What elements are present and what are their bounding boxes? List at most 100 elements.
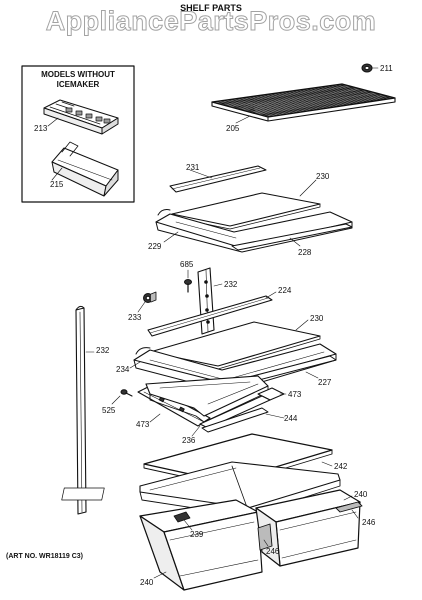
callout-685: 685 [180,260,194,269]
leader-240b [154,572,166,578]
callout-246b: 246 [266,547,280,556]
part-525-screw [121,390,132,396]
leader-232a [214,284,222,286]
wire-rod [215,85,345,103]
leader-234 [130,362,140,368]
callout-240a: 240 [354,490,368,499]
wire-rod [232,89,361,107]
wire-rod [238,91,367,110]
leader-233 [138,302,145,312]
leader-239 [184,520,192,530]
part-213-ice-tray [44,100,118,134]
wire-rod [248,93,376,112]
wire-rod [245,92,373,111]
inset-title-line1: MODELS WITHOUT [41,70,115,79]
wire-rod [235,90,364,108]
part-232-long-rail [76,306,86,514]
wire-rod [261,96,388,115]
wire-rod [217,85,347,103]
wire-rod [224,87,353,105]
wire-rod [252,94,380,113]
wire-rod [247,93,375,112]
leader-473a [150,414,160,422]
wire-rod [258,96,386,115]
callout-229: 229 [148,242,162,251]
wire-rod [229,88,358,106]
wire-rod [219,86,349,104]
callout-231: 231 [186,163,200,172]
callout-215: 215 [50,180,64,189]
wire-rod [250,94,378,113]
callout-232a: 232 [224,280,238,289]
part-211-stopper [362,64,372,72]
callout-230b: 230 [310,314,324,323]
leader-230b [296,320,308,330]
leader-525 [112,396,120,404]
leader-213 [48,118,58,126]
part-240-drawer-left [140,500,262,590]
callout-239: 239 [190,530,204,539]
leader-240a [344,496,352,500]
leader-227 [306,372,318,378]
leader-246a [352,510,358,518]
part-244-cover-support [202,408,268,432]
leader-228 [290,238,300,246]
leader-244 [266,414,284,418]
callout-232b: 232 [96,346,110,355]
leader-236 [192,426,200,436]
callout-240b: 240 [140,578,154,587]
wire-rod [214,84,344,102]
wire-rod [230,89,359,107]
leader-230a [300,180,316,196]
wire-rod [225,87,354,105]
wire-rod [242,91,371,110]
wire-rod [237,90,366,108]
callout-211: 211 [380,64,393,73]
watermark: AppliancePartsPros.com [45,6,377,37]
callout-224: 224 [278,286,292,295]
leader-242 [322,462,332,466]
part-224-front-trim [148,296,272,336]
callout-233: 233 [128,313,142,322]
callout-230a: 230 [316,172,330,181]
leader-229 [164,232,178,242]
part-239-divider [174,512,190,522]
part-215-ice-bin [52,142,118,196]
callout-473b: 473 [288,390,302,399]
callout-242: 242 [334,462,348,471]
wire-rod [255,95,383,114]
part-205-wire-shelf [212,84,395,121]
callout-213: 213 [34,124,48,133]
callout-236: 236 [182,436,196,445]
wire-rod [233,89,362,107]
callout-234: 234 [116,365,130,374]
callout-244: 244 [284,414,298,423]
inset-box [22,66,134,202]
leader-205 [236,116,250,123]
part-233-cam [144,292,157,303]
wire-rod [257,95,385,114]
part-228-rear-trim-upper [232,224,352,250]
wire-rod [263,97,390,116]
wire-rod [227,88,356,106]
art-number: (ART NO. WR18119 C3) [6,553,84,560]
wire-rod [266,98,393,117]
leader-231 [190,170,212,178]
callout-205: 205 [226,124,240,133]
part-246-handle-left [258,524,272,550]
part-232-bracket-upper [198,268,214,334]
leader-224 [266,292,276,298]
part-240-drawer-right [256,490,360,566]
part-685-screw [185,280,192,293]
callout-228: 228 [298,248,312,257]
leader-246b [264,540,268,546]
wire-rod [243,92,371,111]
crisper-cover-frame [62,462,340,516]
diagram-title: SHELF PARTS [180,3,242,13]
inset-title-line2: ICEMAKER [56,80,100,89]
part-246-handle-right [336,502,362,512]
wire-rod [240,91,369,110]
wire-rod [253,94,381,113]
